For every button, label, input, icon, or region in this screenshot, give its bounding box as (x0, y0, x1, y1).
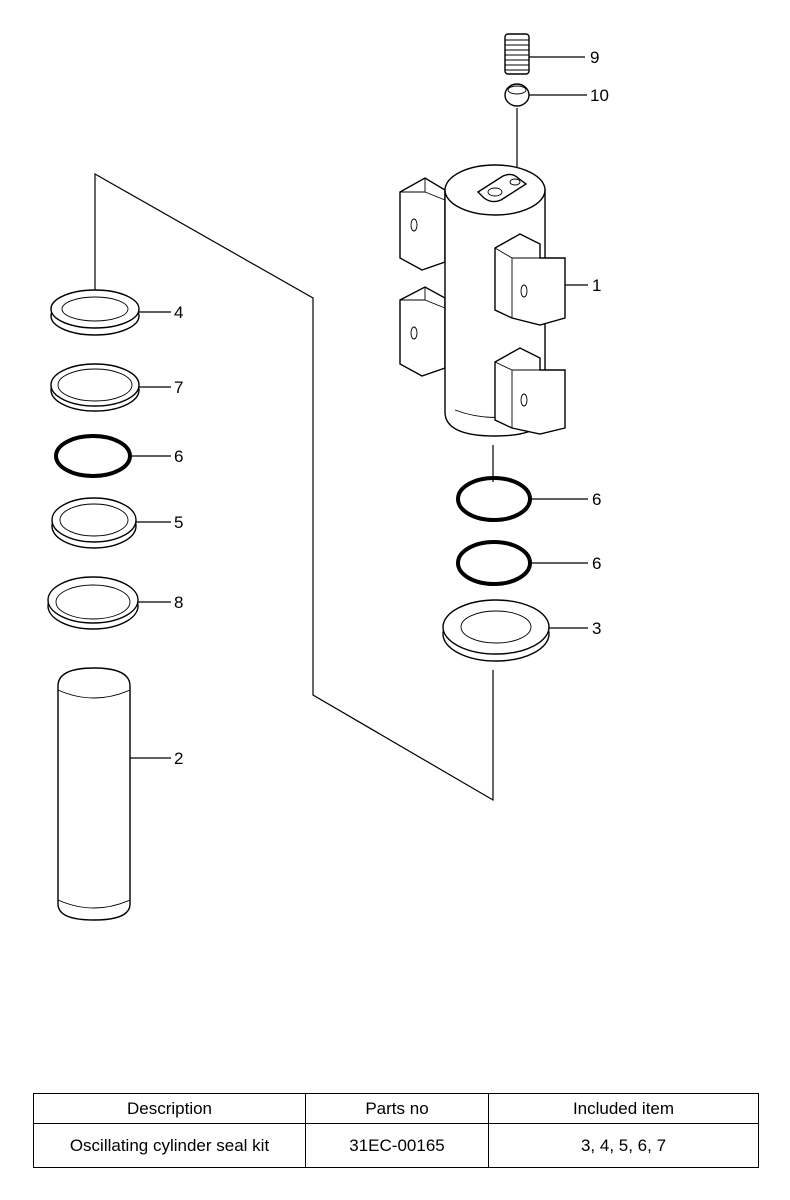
part-5-ring (51, 497, 137, 549)
callout-2: 2 (174, 749, 183, 768)
callout-7: 7 (174, 378, 183, 397)
header-parts-no: Parts no (305, 1093, 489, 1124)
part-7-ring (50, 363, 140, 412)
part-6-o-ring-upper-right (456, 476, 532, 522)
cell-parts-no: 31EC-00165 (305, 1123, 489, 1168)
part-3-washer (442, 599, 550, 662)
part-2-pin (57, 667, 131, 921)
callout-6-left: 6 (174, 447, 183, 466)
part-1-cylinder-body (399, 164, 566, 437)
callout-6-upper: 6 (592, 490, 601, 509)
callout-6-lower: 6 (592, 554, 601, 573)
callout-4: 4 (174, 303, 183, 322)
part-4-ring (50, 289, 140, 336)
callout-9: 9 (590, 48, 599, 67)
header-description: Description (33, 1093, 306, 1124)
part-6-o-ring-lower-right (456, 540, 532, 586)
part-6-o-ring-left (54, 434, 132, 478)
assembly-guide-line (94, 172, 494, 802)
part-10-ball (504, 83, 530, 107)
seal-kit-table: Description Parts no Included item Oscil… (33, 1093, 759, 1168)
header-included-item: Included item (488, 1093, 759, 1124)
cell-description: Oscillating cylinder seal kit (33, 1123, 306, 1168)
callout-5: 5 (174, 513, 183, 532)
cell-included-items: 3, 4, 5, 6, 7 (488, 1123, 759, 1168)
part-8-ring (47, 576, 139, 630)
callout-10: 10 (590, 86, 609, 105)
part-9-set-screw (504, 33, 530, 75)
callout-3: 3 (592, 619, 601, 638)
table-row: Oscillating cylinder seal kit 31EC-00165… (33, 1123, 759, 1168)
table-header-row: Description Parts no Included item (33, 1093, 759, 1124)
callout-1: 1 (592, 276, 601, 295)
callout-8: 8 (174, 593, 183, 612)
